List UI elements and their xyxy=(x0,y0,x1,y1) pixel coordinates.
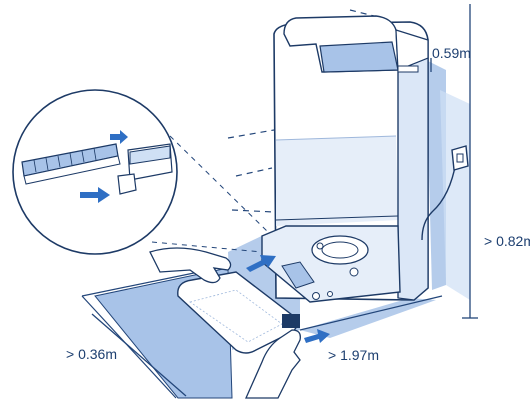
magnifier-circle-icon xyxy=(12,89,269,255)
floor-clearance-area-right xyxy=(300,298,436,338)
height-clearance-label: > 0.82m xyxy=(484,233,530,249)
front-clearance-label: > 1.97m xyxy=(328,347,379,363)
wall-shade-outer xyxy=(440,90,470,300)
side-clearance-label: 0.59m xyxy=(432,45,471,61)
arrow-magnifier-top xyxy=(110,130,128,144)
hand-right xyxy=(244,329,301,399)
arrow-insert-plate xyxy=(246,255,276,272)
ramp-plate xyxy=(177,271,300,354)
power-outlet-icon xyxy=(421,145,469,241)
width-clearance-label: > 0.36m xyxy=(66,346,117,362)
hand-left xyxy=(149,247,232,284)
dimension-lines xyxy=(91,4,478,397)
arrow-front-clearance xyxy=(304,329,330,343)
arrow-right-icon xyxy=(80,130,330,343)
docking-station xyxy=(261,15,429,303)
arrow-magnifier-bottom xyxy=(80,187,110,203)
